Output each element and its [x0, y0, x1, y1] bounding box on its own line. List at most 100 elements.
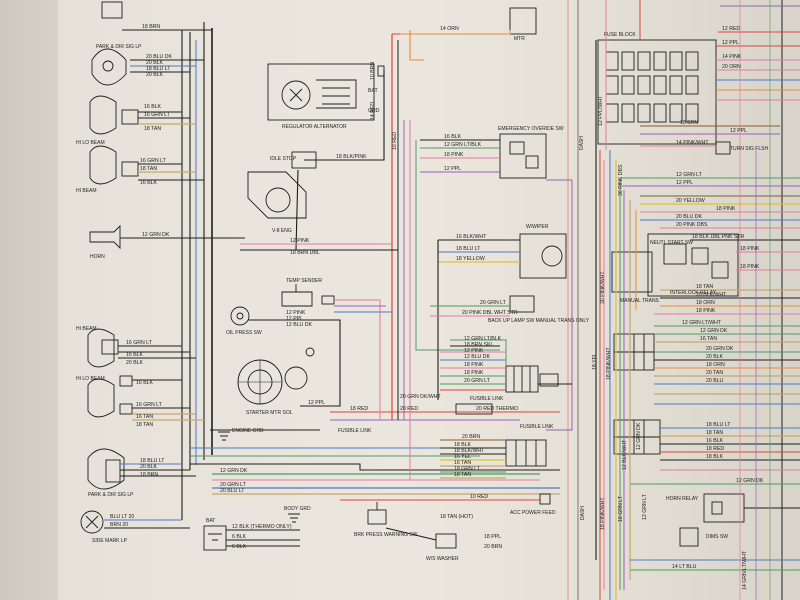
wire-label: 20 BLU LT [220, 488, 245, 494]
label-horn: HORN [90, 254, 105, 260]
alternator-terminal [377, 65, 385, 77]
wire-label: 18 PINK [740, 246, 760, 252]
wire-label: 12 GRN DK [142, 232, 170, 238]
label-v8-eng: V-8 ENG [272, 228, 292, 234]
washer-pump-icon [435, 533, 457, 549]
side-marker-socket [85, 515, 99, 529]
label-backup-lamp-sw: BACK UP LAMP SW MANUAL TRANS ONLY [488, 318, 590, 324]
wire-label: 12 GRN LT/BLK [444, 142, 482, 148]
wire-label: 20 PINK DBL WHT STR [462, 310, 518, 316]
dimmer-switch-icon [679, 527, 699, 547]
label-oil-press-sw: OIL PRESS SW [226, 330, 262, 336]
wire-label: 10 BRN [370, 62, 376, 80]
wire-label: 14 LT BLU [672, 564, 697, 570]
headlamp-hilo-top-icon [89, 95, 117, 135]
center-harness-bundle [240, 0, 573, 600]
label-hi-lo-beam-bottom: HI LO BEAM [76, 376, 105, 382]
label-emergency-override: EMERGENCY OVERIDE SW [498, 126, 564, 132]
neutral-start-switch-box [647, 233, 739, 297]
top-motor-icon [509, 7, 537, 35]
wire-label: 18 TAN (HOT) [440, 514, 473, 520]
wire-label: 20 GRN LT [480, 300, 507, 306]
wire-label: 20 BLU DK [676, 214, 702, 220]
wire-label: 12 PPL [722, 40, 739, 46]
wire-label: 20 BLK [126, 360, 144, 366]
wire-label: 14 ORN [440, 26, 459, 32]
wire-label: 18 BLK [454, 442, 472, 448]
headlamp-hi-bottom-icon [87, 328, 115, 368]
wire-label: BLU LT 20 [110, 514, 134, 520]
wire-label: 20 BLK [146, 72, 164, 78]
wire-label: 20 GRN DK/WHT [400, 394, 441, 400]
side-marker-icon [80, 510, 104, 534]
wire-label: 12 PINK [286, 310, 306, 316]
label-mtr: MTR [514, 36, 525, 42]
regulator-alternator-box [267, 63, 375, 121]
label-regulator-alternator: REGULATOR ALTERNATOR [282, 124, 347, 130]
wire-label: 16 BLK [706, 438, 724, 444]
page-shadow-left [0, 0, 58, 600]
wire-label: 16 BLK [136, 380, 154, 386]
wire-label: 18 PINK [740, 264, 760, 270]
wire-label: 18 PINK [696, 308, 716, 314]
wire-label: 18 BLK/PINK [336, 154, 367, 160]
wire-label-vertical: 18 YEL [592, 353, 598, 370]
fuse-block-box [597, 39, 717, 145]
center-components [203, 7, 567, 551]
park-lamp-top-icon [91, 48, 127, 86]
label-hi-lo-beam-top: HI LO BEAM [76, 140, 105, 146]
emergency-override-switch-box [499, 133, 547, 179]
wire-label: 18 PINK [444, 152, 464, 158]
fuse-slots [605, 51, 699, 123]
label-fusible-link-a: FUSIBLE LINK [338, 428, 372, 434]
wire-label: 18 TAN [140, 166, 157, 172]
fusible-link-box [455, 403, 493, 415]
wire-label: 16 YEL [454, 454, 471, 460]
wire-label: 20 BRN [462, 434, 480, 440]
wire-label: 12 PINK [290, 238, 310, 244]
wire-label: 20 GRN LT [220, 482, 247, 488]
wire-label-vertical: 12 BLK/WHT [622, 439, 628, 470]
wire-label: 20 PINK DBS [676, 222, 708, 228]
wire-label: 18 TAN [696, 284, 713, 290]
temp-sender-icon [281, 284, 313, 307]
horn-icon [89, 224, 121, 250]
wire-label: 16 TAN [700, 336, 717, 342]
wire-label: 18 BRN SKL [464, 342, 494, 348]
label-manual-trans: MANUAL TRANS [620, 298, 660, 304]
wire-label: 18 RED [706, 446, 724, 452]
label-bat: BAT [206, 518, 215, 524]
wire-label: 16 BLK [140, 180, 158, 186]
wire-label: 20 RED THERMO [476, 406, 518, 412]
turn-signal-flasher-icon [715, 141, 731, 155]
connector-park-bottom [105, 459, 121, 483]
wire-label: 12 BLU DK [464, 354, 490, 360]
label-temp-sender: TEMP SENDER [286, 278, 322, 284]
left-lamp-column [80, 1, 139, 534]
wire-label: 18 BRN [142, 24, 160, 30]
backup-lamp-switch-icon [509, 295, 535, 313]
label-side-marker: SIDE MARK LP [92, 538, 128, 544]
label-horn-relay: HORN RELAY [666, 496, 699, 502]
right-page-wiring [595, 0, 800, 600]
wire-label: 18 BLU LT [146, 66, 171, 72]
acc-power-feed-connector [539, 493, 551, 505]
label-dash-top: DASH [579, 136, 585, 150]
wire-label: 12 GRN DK [736, 478, 764, 484]
label-park-dir-lp-bottom: PARK & DIR SIG LP [88, 492, 134, 498]
wire-label: 18 BLU LT [706, 422, 731, 428]
wire-label: 16 GRN LT [136, 402, 163, 408]
wire-label-vertical: 14 GRN LT/WHT [742, 550, 748, 590]
wire-label: 18 PPL [484, 534, 501, 540]
battery-icon [203, 525, 227, 551]
lower-horizontal-runs [190, 411, 560, 501]
label-body-grd: BODY GRD [284, 506, 311, 512]
wire-label: 12 GRN LT [676, 172, 703, 178]
wire-label-vertical: 18 PINK/WHT [606, 347, 612, 380]
headlamp-connector-mid [121, 161, 139, 177]
wire-label: 18 BLU LT [456, 246, 481, 252]
wire-label: 20 GRN LT [464, 378, 491, 384]
wire-label: 12 BLU DK [286, 322, 312, 328]
wire-label: 18 TAN [136, 422, 153, 428]
